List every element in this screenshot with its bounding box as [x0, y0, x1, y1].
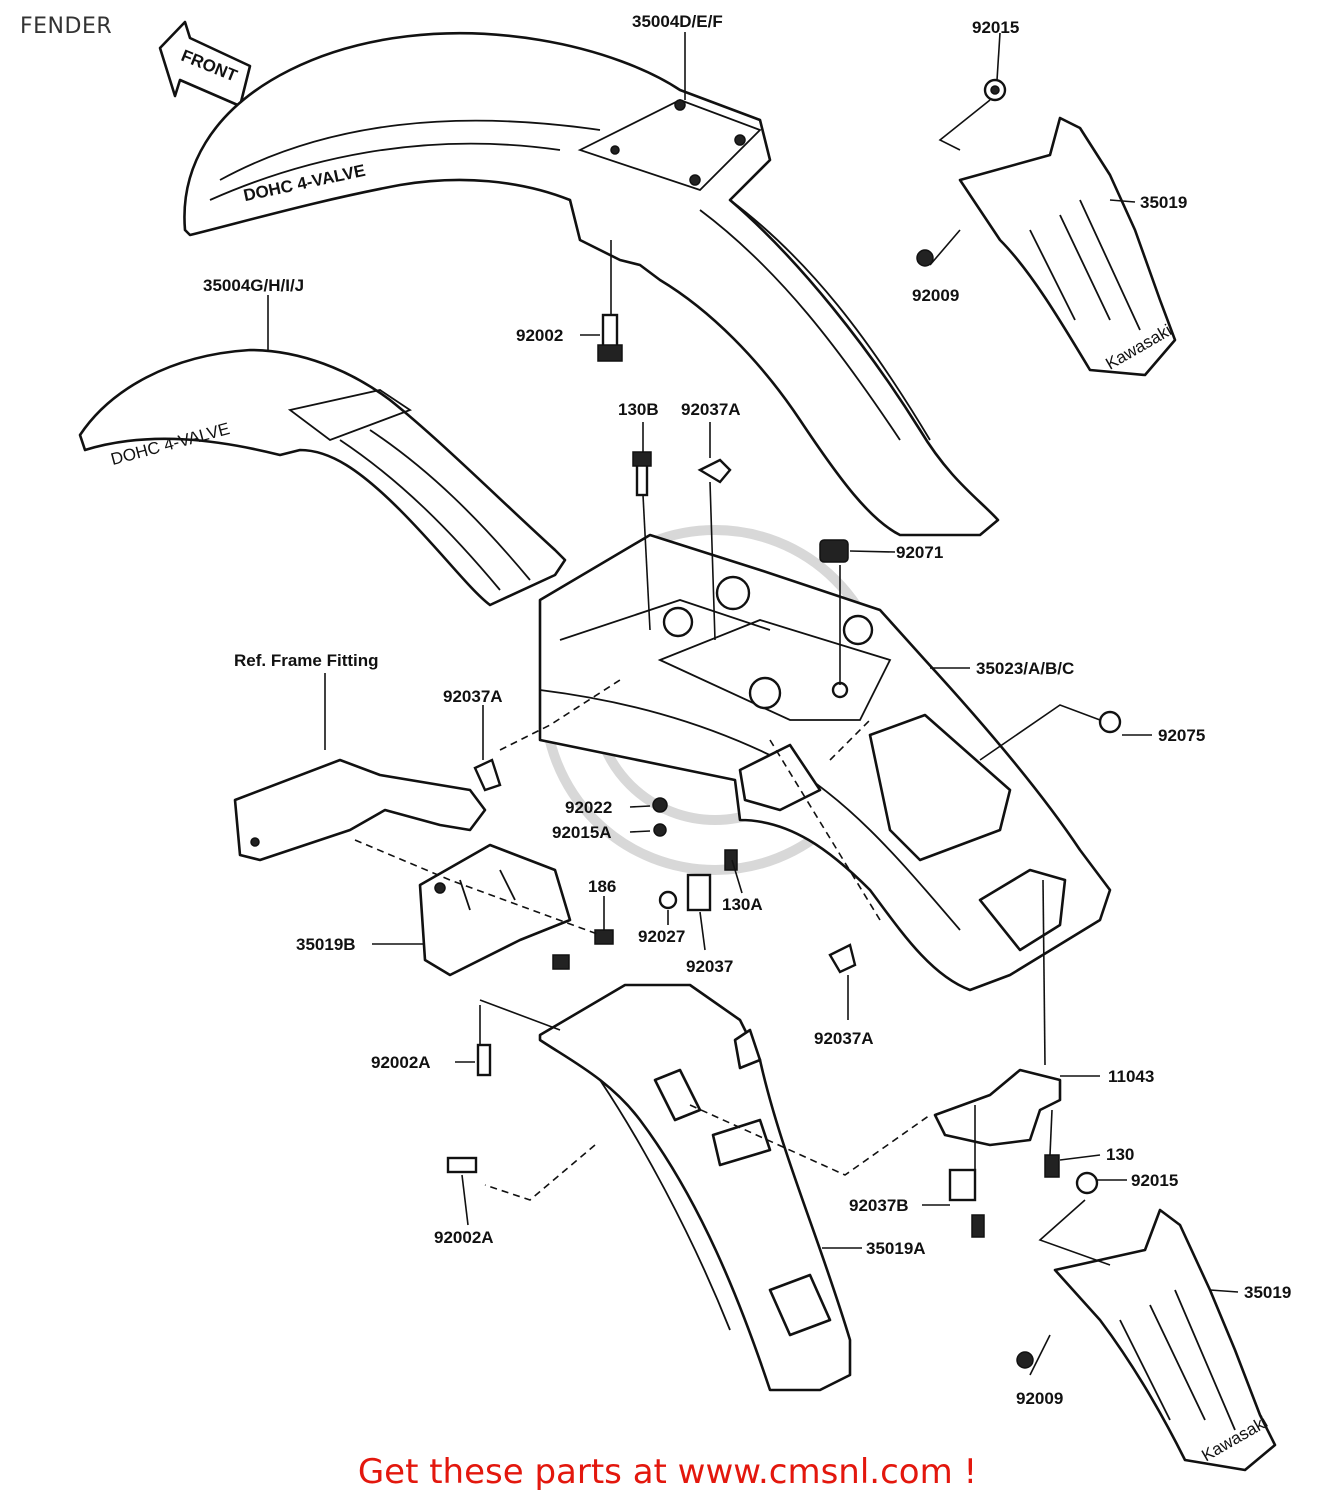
label-35023: 35023/A/B/C — [976, 659, 1074, 678]
label-35004def: 35004D/E/F — [632, 12, 723, 31]
label-92027: 92027 — [638, 927, 685, 946]
leader-lines — [267, 32, 1239, 1376]
label-92002a-1: 92002A — [371, 1053, 431, 1072]
label-92015a: 92015A — [552, 823, 612, 842]
label-35019-bottom: 35019 — [1244, 1283, 1291, 1302]
label-130b: 130B — [618, 400, 659, 419]
label-186: 186 — [588, 877, 616, 896]
label-ref-frame-fitting: Ref. Frame Fitting — [234, 651, 379, 670]
label-92022: 92022 — [565, 798, 612, 817]
label-35019a: 35019A — [866, 1239, 926, 1258]
label-92009-bottom: 92009 — [1016, 1389, 1063, 1408]
bracket-11043 — [933, 1068, 1062, 1147]
page-title: FENDER — [20, 14, 113, 39]
label-92015-top: 92015 — [972, 18, 1019, 37]
label-92009-top: 92009 — [912, 286, 959, 305]
label-92037a-top: 92037A — [681, 400, 741, 419]
label-92037a-bottom: 92037A — [814, 1029, 874, 1048]
label-92002a-2: 92002A — [434, 1228, 494, 1247]
rear-fender-main — [538, 533, 1112, 992]
frame-fitting-bracket — [233, 758, 487, 862]
mud-flap-bottom: Kawasaki — [1053, 1208, 1277, 1472]
label-35004ghij: 35004G/H/I/J — [203, 276, 304, 295]
hardware-parts — [446, 78, 1122, 1369]
label-130a: 130A — [722, 895, 763, 914]
label-92075: 92075 — [1158, 726, 1205, 745]
label-92015-bottom: 92015 — [1131, 1171, 1178, 1190]
cta-link[interactable]: Get these parts at www.cmsnl.com ! — [357, 1452, 978, 1492]
label-92037a-left: 92037A — [443, 687, 503, 706]
label-92037: 92037 — [686, 957, 733, 976]
label-35019-top: 35019 — [1140, 193, 1187, 212]
front-fender-alt: DOHC 4-VALVE — [78, 348, 567, 607]
label-92037b: 92037B — [849, 1196, 909, 1215]
label-11043: 11043 — [1108, 1067, 1154, 1086]
bracket-35019b — [418, 843, 572, 977]
mud-flap-top: Kawasaki — [958, 116, 1177, 377]
rear-fender-lower — [538, 983, 852, 1392]
label-92002: 92002 — [516, 326, 563, 345]
label-130: 130 — [1106, 1145, 1134, 1164]
front-arrow-icon: FRONT — [158, 20, 252, 108]
front-fender-main: DOHC 4-VALVE — [183, 31, 1000, 537]
label-92071: 92071 — [896, 543, 943, 562]
label-35019b: 35019B — [296, 935, 356, 954]
